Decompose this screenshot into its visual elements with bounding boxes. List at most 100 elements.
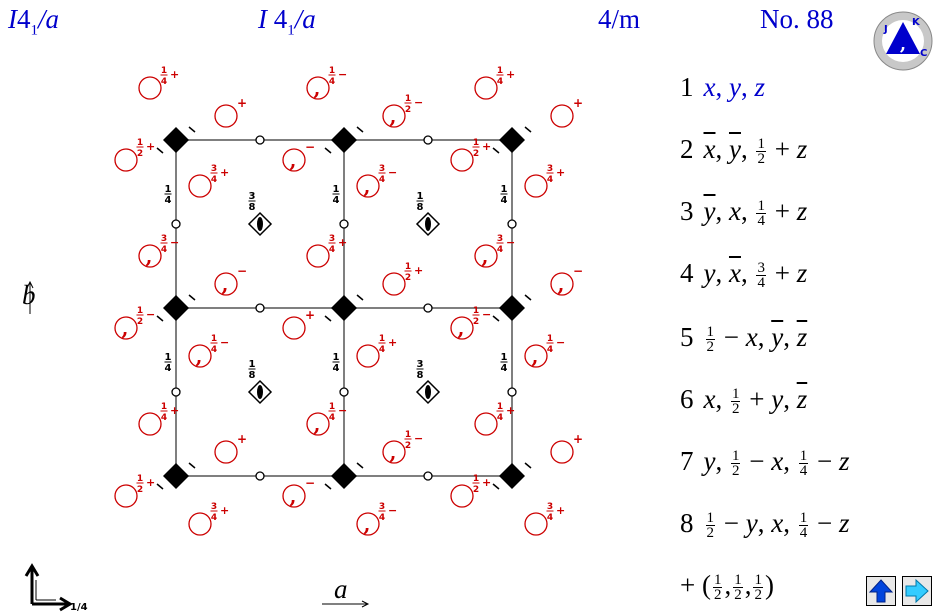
svg-text:−: − [388, 504, 397, 517]
svg-text:+: + [305, 308, 315, 322]
svg-text:1: 1 [497, 66, 503, 76]
logo-letter-j: J [883, 24, 888, 35]
position-height: 34 [210, 164, 218, 185]
svg-text:−: − [482, 308, 491, 321]
svg-text:−: − [388, 166, 397, 179]
svg-text:−: − [220, 336, 229, 349]
svg-text:,: , [364, 174, 371, 198]
position: 34+ [188, 502, 229, 536]
svg-text:,: , [390, 104, 397, 128]
svg-text:,: , [532, 344, 539, 368]
position-height: 12 [136, 306, 144, 327]
svg-text:,: , [314, 412, 321, 436]
right-arrow-icon [905, 578, 929, 604]
svg-text:4: 4 [211, 175, 217, 185]
svg-text:+: + [237, 96, 247, 110]
position-enantiomorph: ,12− [114, 306, 155, 340]
axis-b-label: b [22, 280, 36, 310]
svg-text:4: 4 [165, 195, 172, 206]
quarter-height-label: 14 [332, 352, 340, 374]
position-height: 12 [136, 138, 144, 159]
twofold-axis [171, 387, 181, 397]
position: 12+ [114, 474, 155, 508]
svg-text:+: + [338, 236, 347, 249]
svg-text:1: 1 [165, 352, 172, 363]
svg-text:3: 3 [417, 359, 424, 370]
svg-text:−: − [573, 264, 583, 278]
svg-text:−: − [237, 264, 247, 278]
svg-text:2: 2 [137, 485, 143, 495]
svg-text:1: 1 [249, 359, 256, 370]
position-enantiomorph: ,14− [306, 402, 347, 436]
position: 12+ [114, 138, 155, 172]
svg-text:−: − [170, 236, 179, 249]
svg-text:1: 1 [329, 66, 335, 76]
svg-text:2: 2 [473, 317, 479, 327]
twofold-axis [171, 219, 181, 229]
position: 14+ [474, 402, 515, 436]
svg-text:3: 3 [497, 234, 503, 244]
svg-text:4: 4 [497, 245, 503, 255]
fourfold-screw-axis [492, 126, 532, 154]
svg-text:3: 3 [379, 502, 385, 512]
position-height: 34 [328, 234, 336, 255]
svg-text:+: + [556, 166, 565, 179]
nav-next-button[interactable] [902, 576, 932, 606]
general-positions: 14+,14−14++,12−+12+,−12+34+,34−34+,34−34… [114, 66, 583, 536]
position: 12+ [382, 262, 423, 296]
svg-text:1: 1 [161, 402, 167, 412]
position: + [214, 96, 247, 128]
svg-text:,: , [558, 272, 565, 296]
position: + [214, 432, 247, 464]
position: 34+ [524, 164, 565, 198]
position-height: 14 [546, 334, 554, 355]
svg-text:1: 1 [329, 402, 335, 412]
position-height: 12 [404, 430, 412, 451]
svg-text:3: 3 [161, 234, 167, 244]
position-enantiomorph: ,12− [450, 306, 491, 340]
svg-text:1: 1 [497, 402, 503, 412]
svg-text:4: 4 [211, 345, 217, 355]
svg-text:1: 1 [405, 262, 411, 272]
svg-text:−: − [506, 236, 515, 249]
nav-up-button[interactable] [866, 576, 896, 606]
svg-text:4: 4 [333, 195, 340, 206]
svg-text:,: , [314, 76, 321, 100]
up-arrow-icon [868, 579, 894, 603]
position-enantiomorph: ,34− [356, 502, 397, 536]
svg-text:1: 1 [405, 430, 411, 440]
inversion-height-label: 38 [416, 359, 424, 381]
svg-text:3: 3 [547, 502, 553, 512]
fourfold-screw-axis [324, 294, 364, 322]
svg-text:−: − [305, 476, 315, 490]
position-enantiomorph: ,− [282, 140, 315, 172]
position-enantiomorph: ,14− [306, 66, 347, 100]
svg-text:,: , [482, 244, 489, 268]
twofold-axis [423, 303, 433, 313]
twofold-axis [423, 135, 433, 145]
svg-text:8: 8 [417, 370, 424, 381]
svg-text:,: , [122, 316, 129, 340]
svg-text:1: 1 [333, 352, 340, 363]
position-height: 14 [496, 66, 504, 87]
full-symbol: I 41/a [258, 4, 316, 39]
fourfold-screw-axis [492, 462, 532, 490]
fourfold-screw-axis [156, 294, 196, 322]
inversion-center-fourbar [415, 211, 441, 237]
svg-text:1: 1 [547, 334, 553, 344]
inversion-height-label: 18 [248, 359, 256, 381]
position-enantiomorph: ,− [282, 476, 315, 508]
svg-text:−: − [338, 68, 347, 81]
position-enantiomorph: ,34− [138, 234, 179, 268]
svg-text:,: , [364, 512, 371, 536]
svg-text:4: 4 [161, 77, 167, 87]
inversion-height-label: 38 [248, 191, 256, 213]
twofold-axis [339, 219, 349, 229]
position-height: 34 [160, 234, 168, 255]
svg-text:+: + [573, 432, 583, 446]
position-height: 14 [496, 402, 504, 423]
position-height: 14 [378, 334, 386, 355]
